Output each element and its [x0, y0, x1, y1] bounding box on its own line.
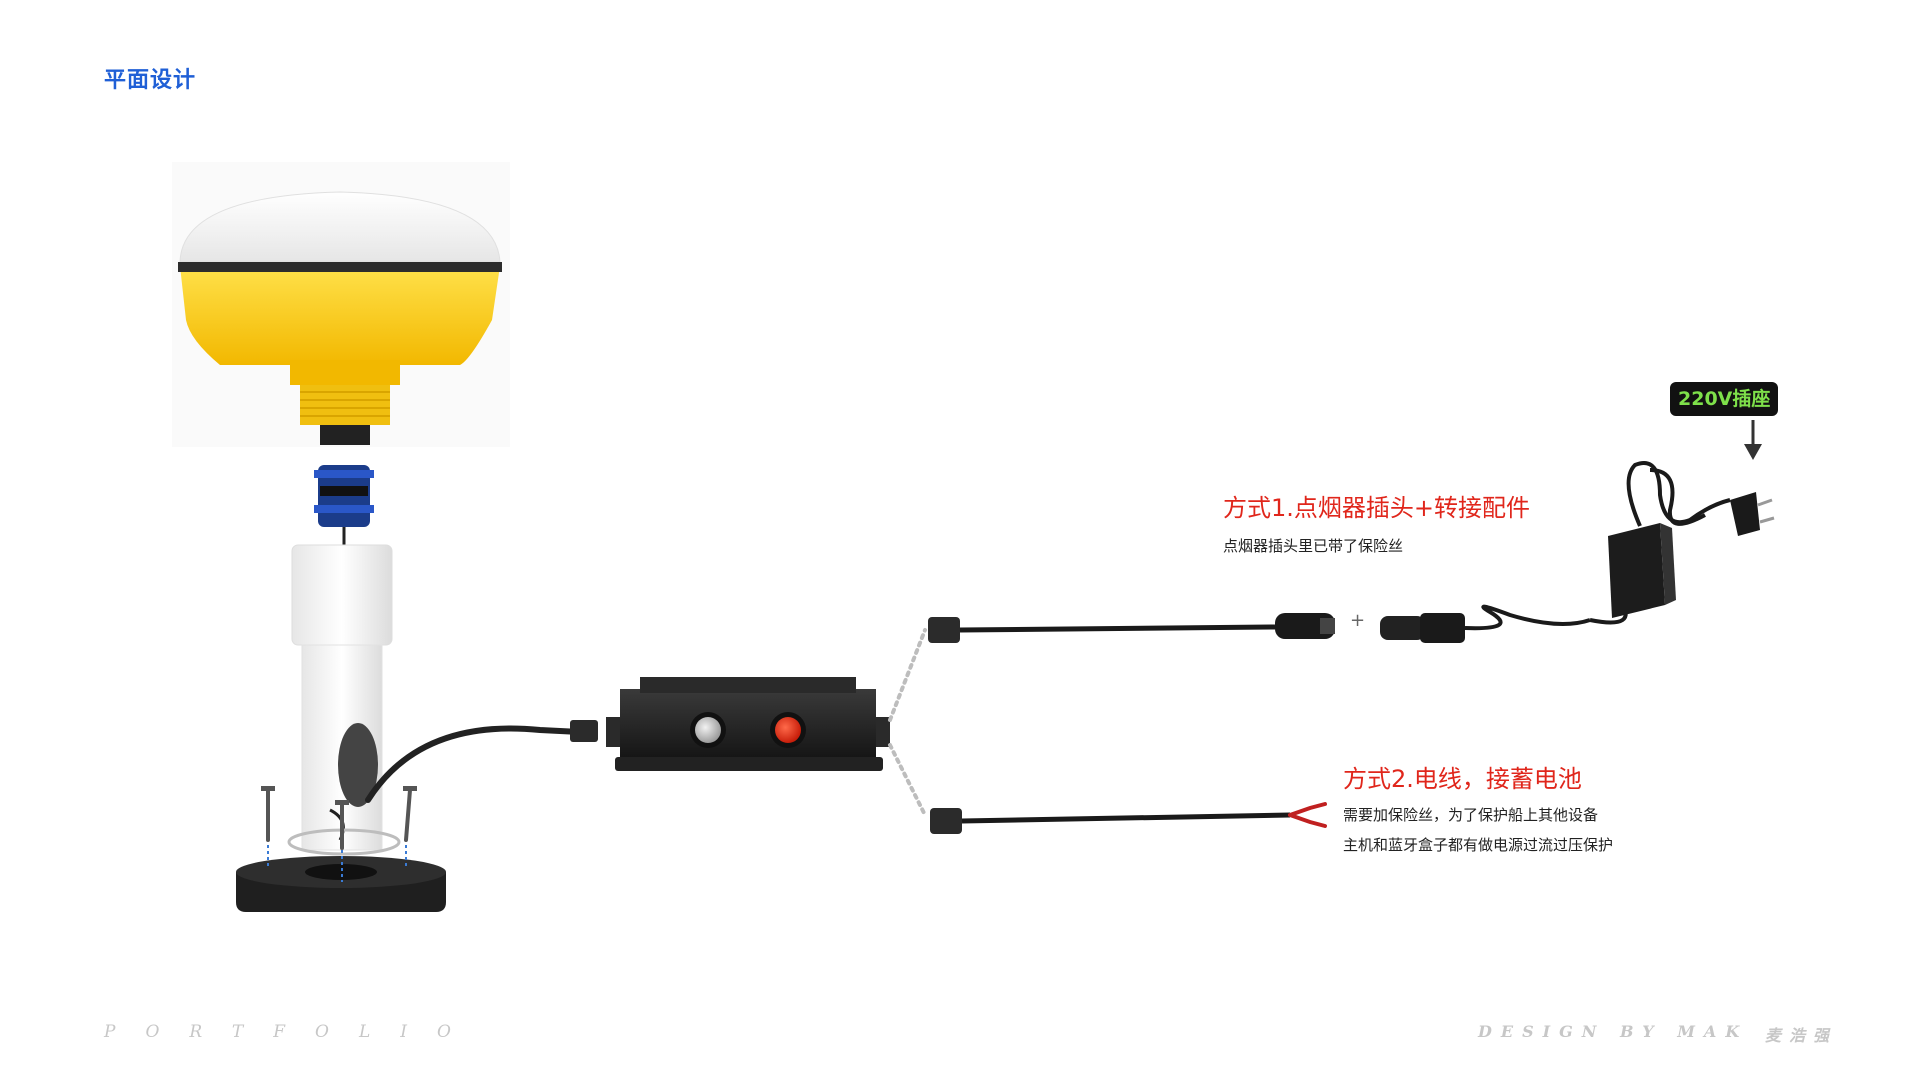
footer-portfolio: PORTFOLIO — [104, 1022, 481, 1042]
battery-wire-icon — [930, 802, 1327, 834]
plus-sign: + — [1350, 610, 1366, 631]
footer-signature: 麦浩强 — [1765, 1026, 1838, 1045]
method2-title: 方式2.电线，接蓄电池 — [1343, 765, 1582, 793]
base-plate-icon — [236, 786, 446, 912]
footer-designer: DESIGN BY MAK — [1478, 1022, 1749, 1041]
gps-antenna-icon — [172, 162, 510, 447]
method2-note-line: 主机和蓝牙盒子都有做电源过流过压保护 — [1343, 836, 1614, 854]
page-title: 平面设计 — [104, 68, 197, 93]
socket-badge: 220V插座 — [1670, 382, 1779, 416]
control-box-icon — [606, 677, 890, 771]
method1-note: 点烟器插头里已带了保险丝 — [1223, 537, 1404, 555]
method2-note-line: 需要加保险丝，为了保护船上其他设备 — [1343, 806, 1599, 824]
method1-title: 方式1.点烟器插头+转接配件 — [1223, 494, 1531, 522]
car-lighter-plug-icon — [928, 604, 1591, 643]
waterproof-connector-icon — [314, 465, 374, 545]
power-adapter-icon — [1589, 461, 1775, 625]
down-arrow-icon — [1744, 420, 1762, 460]
